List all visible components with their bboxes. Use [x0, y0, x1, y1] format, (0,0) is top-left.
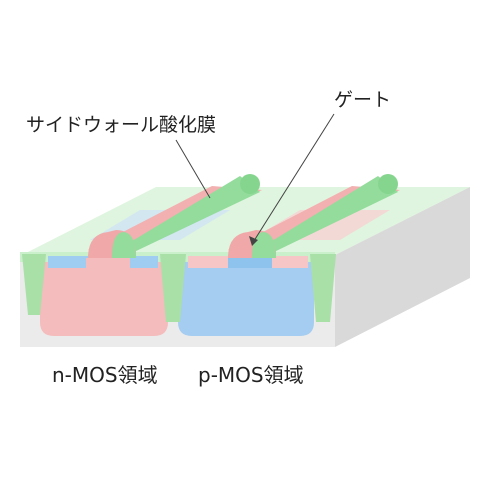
- n-mos-gate-body: [114, 176, 260, 252]
- p-mos-gate-cap: [378, 174, 398, 194]
- sidewall-leader-line: [175, 139, 211, 199]
- n-mos-gate-cap: [240, 174, 260, 194]
- n-mos-gate-end-core: [112, 232, 136, 258]
- sidewall-oxide-label: サイドウォール酸化膜: [26, 114, 216, 136]
- isolation-left: [22, 254, 46, 315]
- n-mos-region-label: n-MOS領域: [52, 363, 158, 387]
- isolation-middle: [160, 254, 186, 322]
- n-mos-gate: [88, 174, 262, 258]
- p-mos-gate: [228, 174, 400, 258]
- p-mos-well: [178, 262, 314, 336]
- gate-label: ゲート: [334, 89, 391, 111]
- isolation-right: [310, 254, 336, 322]
- gate-leader-arrowhead: [249, 236, 258, 246]
- substrate-side-face: [335, 187, 470, 347]
- n-mos-channel: [86, 258, 130, 268]
- n-mos-well: [40, 262, 168, 336]
- p-mos-gate-end-core: [252, 232, 276, 258]
- p-mos-region-label: p-MOS領域: [198, 363, 304, 387]
- p-mos-gate-body: [254, 176, 398, 252]
- p-mos-channel: [228, 258, 272, 268]
- gate-leader-line: [251, 113, 335, 245]
